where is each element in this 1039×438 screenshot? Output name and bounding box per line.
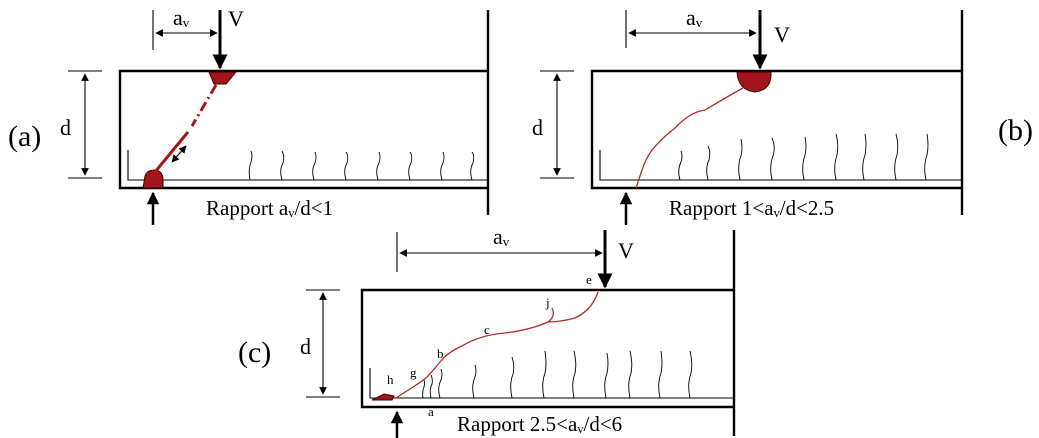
panel-c-diagonal-crack [395, 291, 599, 399]
panel-a-load-label: V [228, 6, 244, 31]
panel-c-av-label: aᵥ [493, 224, 510, 249]
panel-b: (b) d aᵥ V Rapport 1<aᵥ/d<2.5 [532, 5, 1033, 225]
panel-b-crushing-zone [736, 71, 772, 93]
panel-c-depth-label: d [300, 334, 311, 359]
panel-a-compression-strut-top [190, 84, 218, 127]
panel-c-point-g: g [410, 365, 417, 380]
panel-a: (a) d aᵥ V [8, 5, 490, 225]
panel-c-crack-branch-j [547, 307, 554, 323]
panel-c-point-e: e [586, 272, 592, 287]
panel-c: (c) d aᵥ V h g [238, 224, 736, 438]
panel-a-reinforcement [127, 150, 488, 181]
panel-a-av-label: aᵥ [173, 5, 190, 30]
panel-a-compression-strut-bottom [153, 131, 190, 173]
panel-a-beam [118, 69, 488, 190]
panel-a-depth-label: d [60, 115, 71, 140]
panel-a-top-crushing-zone [208, 71, 238, 85]
panel-b-depth-label: d [532, 115, 543, 140]
panel-c-crushing-zone [371, 393, 395, 401]
panel-a-bottom-crushing-zone [142, 169, 164, 189]
panel-b-tag: (b) [998, 114, 1033, 147]
panel-b-av-label: aᵥ [686, 5, 703, 30]
panel-a-tag: (a) [8, 120, 41, 153]
panel-c-point-h: h [387, 372, 394, 387]
panel-c-load-label: V [618, 238, 634, 263]
panel-c-flexural-cracks [422, 350, 693, 399]
panel-c-point-c: c [484, 322, 490, 337]
panel-c-point-a: a [428, 404, 434, 419]
panel-a-strut-force-arrow [171, 145, 187, 163]
panel-b-flexural-cracks [678, 133, 929, 181]
panel-b-diagonal-crack [635, 87, 744, 189]
panel-a-flexural-cracks [248, 150, 475, 181]
panel-a-caption: Rapport aᵥ/d<1 [206, 196, 333, 220]
panel-b-reinforcement [599, 150, 962, 181]
panel-c-tag: (c) [238, 336, 271, 369]
panel-b-caption: Rapport 1<aᵥ/d<2.5 [669, 196, 834, 220]
panel-c-point-b: b [437, 346, 444, 361]
panel-b-load-label: V [774, 22, 790, 47]
panel-c-caption: Rapport 2.5<aᵥ/d<6 [457, 412, 622, 436]
panel-c-reinforcement [369, 368, 734, 399]
panel-b-beam [590, 69, 962, 190]
panel-c-point-j: j [545, 295, 550, 310]
panel-c-beam [360, 288, 734, 409]
